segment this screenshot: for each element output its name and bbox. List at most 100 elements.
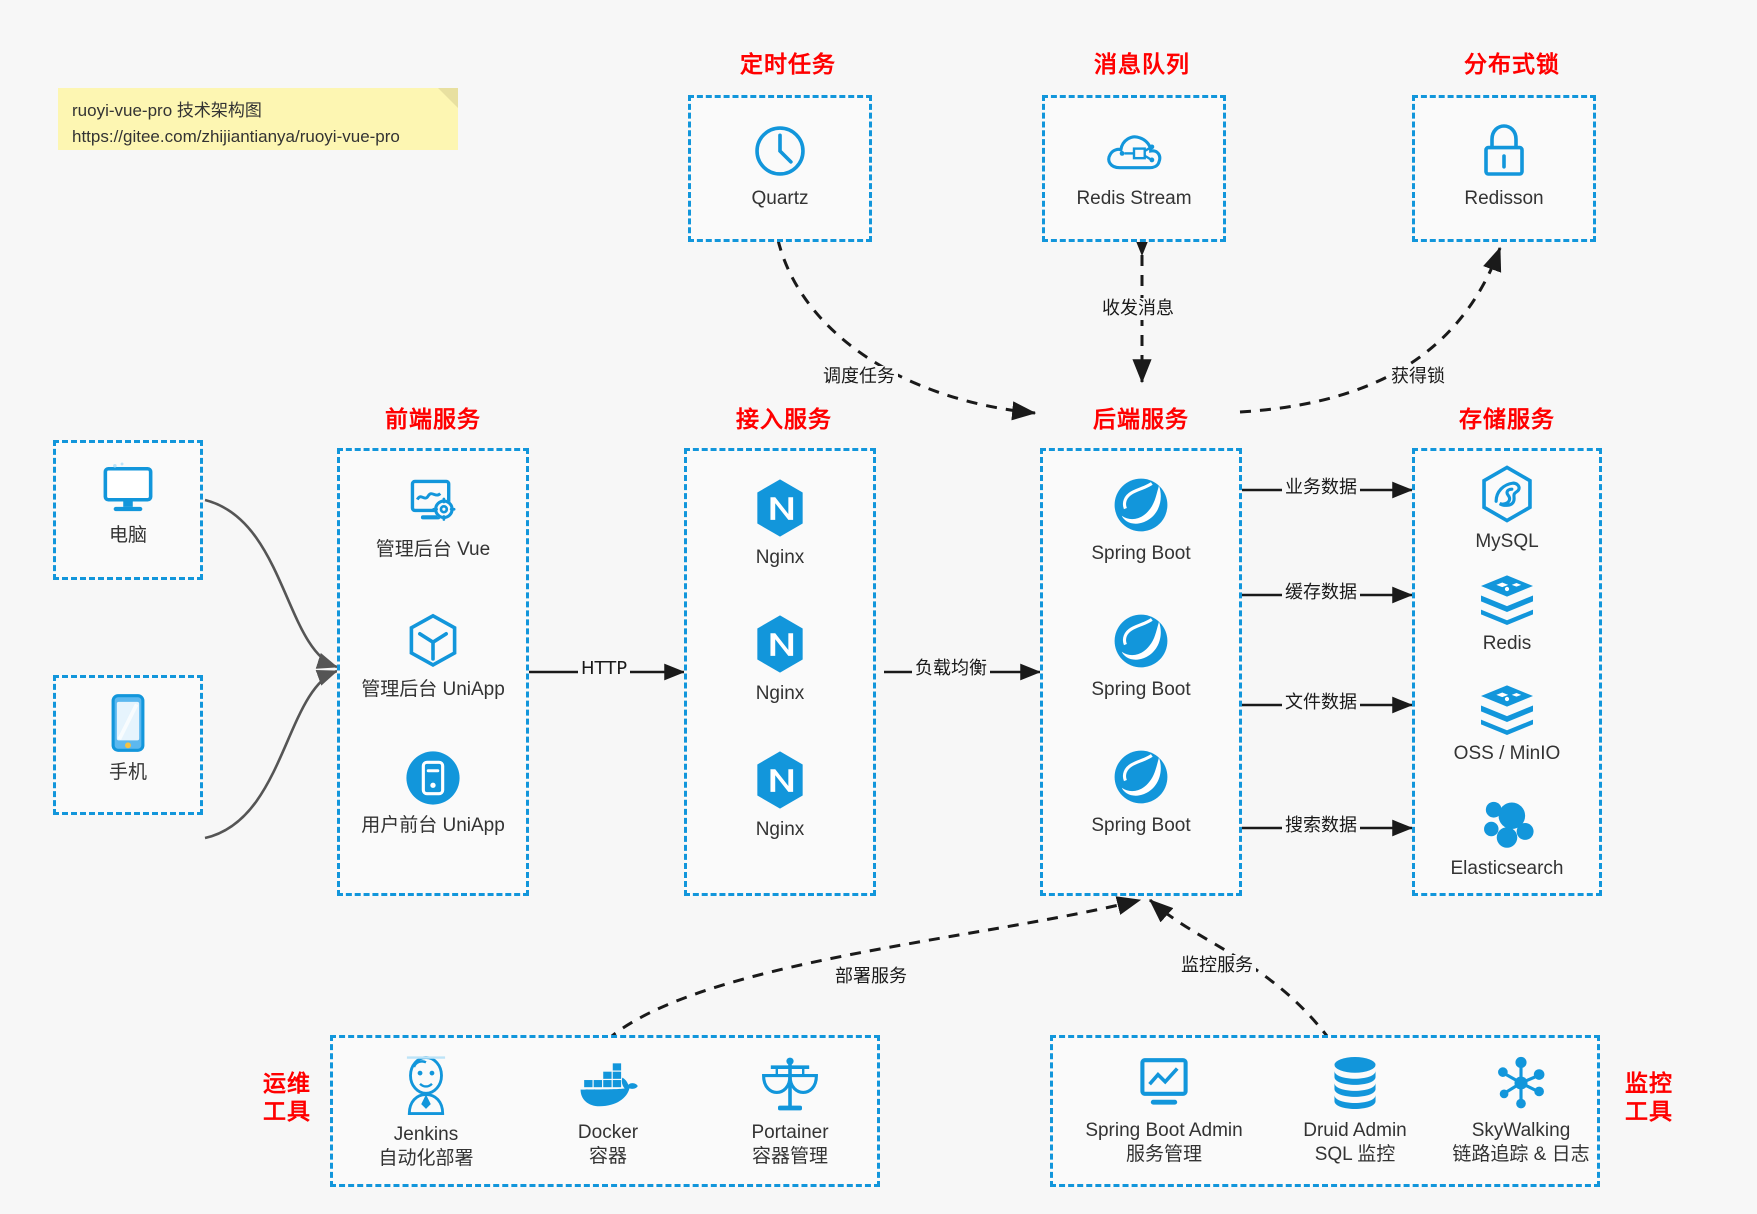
redis-stack-icon <box>1478 683 1536 735</box>
node-label: OSS / MinIO <box>1453 743 1561 764</box>
spring-leaf-icon <box>1111 611 1171 671</box>
edge-label-search-data: 搜索数据 <box>1282 815 1360 837</box>
node-sublabel: 容器 <box>588 1146 627 1168</box>
node-label: Nginx <box>755 683 805 704</box>
lock-icon <box>1476 120 1532 180</box>
elasticsearch-icon <box>1478 796 1536 850</box>
node-mysql[interactable]: MySQL <box>1415 465 1599 554</box>
monitor-chart-icon <box>1134 1054 1194 1112</box>
node-phone[interactable]: 手机 <box>56 692 200 785</box>
node-elasticsearch[interactable]: Elasticsearch <box>1415 796 1599 881</box>
node-sublabel: 服务管理 <box>1125 1144 1202 1166</box>
skywalking-node-icon <box>1493 1054 1549 1112</box>
section-title-frontend-service: 前端服务 <box>385 407 481 433</box>
docker-whale-icon <box>577 1058 639 1114</box>
node-label: Jenkins <box>393 1124 459 1145</box>
group-scheduled-task: Quartz <box>688 95 872 242</box>
note-fold-corner <box>438 88 458 108</box>
group-backend-service: Spring Boot Spring Boot Spring Boot <box>1040 448 1242 896</box>
node-redis[interactable]: Redis <box>1415 573 1599 656</box>
monitor-title-line1: 监控 <box>1625 1071 1673 1097</box>
node-label: Nginx <box>755 547 805 568</box>
node-portainer[interactable]: Portainer 容器管理 <box>705 1054 875 1170</box>
devops-title-line2: 工具 <box>263 1099 311 1126</box>
group-distributed-lock: Redisson <box>1412 95 1596 242</box>
group-client-computer: 电脑 <box>53 440 203 580</box>
group-storage-service: MySQL Redis <box>1412 448 1602 896</box>
node-sublabel: SQL 监控 <box>1314 1144 1396 1166</box>
cube-icon <box>404 611 462 671</box>
node-label: Spring Boot <box>1091 679 1191 700</box>
node-docker[interactable]: Docker 容器 <box>523 1058 693 1170</box>
redis-stack-icon <box>1478 573 1536 625</box>
node-label: 管理后台 Vue <box>375 539 491 560</box>
edge-label-cache-data: 缓存数据 <box>1282 582 1360 604</box>
node-jenkins[interactable]: Jenkins 自动化部署 <box>341 1054 511 1172</box>
group-devops-tools: Jenkins 自动化部署 Docker 容器 <box>330 1035 880 1187</box>
group-message-queue: Redis Stream <box>1042 95 1226 242</box>
node-label: Portainer <box>751 1122 829 1143</box>
scales-icon <box>761 1054 819 1114</box>
node-computer[interactable]: 电脑 <box>56 461 200 548</box>
node-admin-uniapp[interactable]: 管理后台 UniApp <box>340 611 526 702</box>
section-title-backend-service: 后端服务 <box>1093 407 1189 433</box>
node-label: 管理后台 UniApp <box>361 679 505 700</box>
section-title-message-queue: 消息队列 <box>1094 52 1190 78</box>
devops-title-line1: 运维 <box>263 1071 311 1097</box>
node-nginx-2[interactable]: Nginx <box>687 613 873 706</box>
node-label: 用户前台 UniApp <box>361 815 505 836</box>
section-title-scheduled-task: 定时任务 <box>740 52 836 78</box>
node-label: Spring Boot Admin <box>1085 1120 1243 1141</box>
section-title-monitor-tools: 监控 工具 <box>1612 1070 1686 1126</box>
section-title-storage-service: 存储服务 <box>1459 407 1555 433</box>
node-label: Docker <box>577 1122 639 1143</box>
edge-label-http: HTTP <box>578 658 631 680</box>
node-nginx-1[interactable]: Nginx <box>687 477 873 570</box>
spring-leaf-icon <box>1111 475 1171 535</box>
node-label: MySQL <box>1475 531 1539 552</box>
note-url: https://gitee.com/zhijiantianya/ruoyi-vu… <box>72 127 400 147</box>
section-title-distributed-lock: 分布式锁 <box>1464 52 1560 78</box>
node-label: Nginx <box>755 819 805 840</box>
edge-label-business-data: 业务数据 <box>1282 477 1360 499</box>
section-title-gateway-service: 接入服务 <box>736 407 832 433</box>
group-client-phone: 手机 <box>53 675 203 815</box>
node-druid-admin[interactable]: Druid Admin SQL 监控 <box>1265 1054 1445 1168</box>
node-spring-boot-admin[interactable]: Spring Boot Admin 服务管理 <box>1059 1054 1269 1168</box>
node-skywalking[interactable]: SkyWalking 链路追踪 & 日志 <box>1431 1054 1611 1168</box>
group-gateway-service: Nginx Nginx Nginx <box>684 448 876 896</box>
section-title-devops-tools: 运维 工具 <box>250 1070 324 1126</box>
mysql-dolphin-icon <box>1479 465 1535 523</box>
sticky-note: ruoyi-vue-pro 技术架构图 https://gitee.com/zh… <box>58 88 458 150</box>
node-label: Druid Admin <box>1303 1120 1407 1141</box>
clock-icon <box>751 122 809 180</box>
group-frontend-service: 管理后台 Vue 管理后台 UniApp <box>337 448 529 896</box>
node-label: SkyWalking <box>1471 1120 1571 1141</box>
edge-label-schedule-task: 调度任务 <box>820 366 898 388</box>
nginx-icon <box>752 613 808 675</box>
node-quartz[interactable]: Quartz <box>691 122 869 211</box>
node-user-uniapp[interactable]: 用户前台 UniApp <box>340 749 526 838</box>
monitor-title-line2: 工具 <box>1625 1099 1673 1126</box>
cloud-stream-icon <box>1103 122 1165 180</box>
node-nginx-3[interactable]: Nginx <box>687 749 873 842</box>
node-springboot-3[interactable]: Spring Boot <box>1043 747 1239 838</box>
nginx-icon <box>752 749 808 811</box>
node-label: Spring Boot <box>1091 543 1191 564</box>
node-redis-stream[interactable]: Redis Stream <box>1045 122 1223 211</box>
node-springboot-1[interactable]: Spring Boot <box>1043 475 1239 566</box>
node-springboot-2[interactable]: Spring Boot <box>1043 611 1239 702</box>
node-oss-minio[interactable]: OSS / MinIO <box>1415 683 1599 766</box>
node-admin-vue[interactable]: 管理后台 Vue <box>340 473 526 562</box>
node-label: Redisson <box>1464 188 1544 209</box>
group-monitor-tools: Spring Boot Admin 服务管理 Druid Admin SQL 监… <box>1050 1035 1600 1187</box>
edge-label-file-data: 文件数据 <box>1282 692 1360 714</box>
edge-label-monitor-service: 监控服务 <box>1178 955 1256 977</box>
edge-label-acquire-lock: 获得锁 <box>1388 366 1448 388</box>
node-redisson[interactable]: Redisson <box>1415 120 1593 211</box>
node-label: Redis Stream <box>1076 188 1192 209</box>
node-label: Elasticsearch <box>1450 858 1564 879</box>
app-circle-icon <box>404 749 462 807</box>
database-icon <box>1328 1054 1382 1112</box>
